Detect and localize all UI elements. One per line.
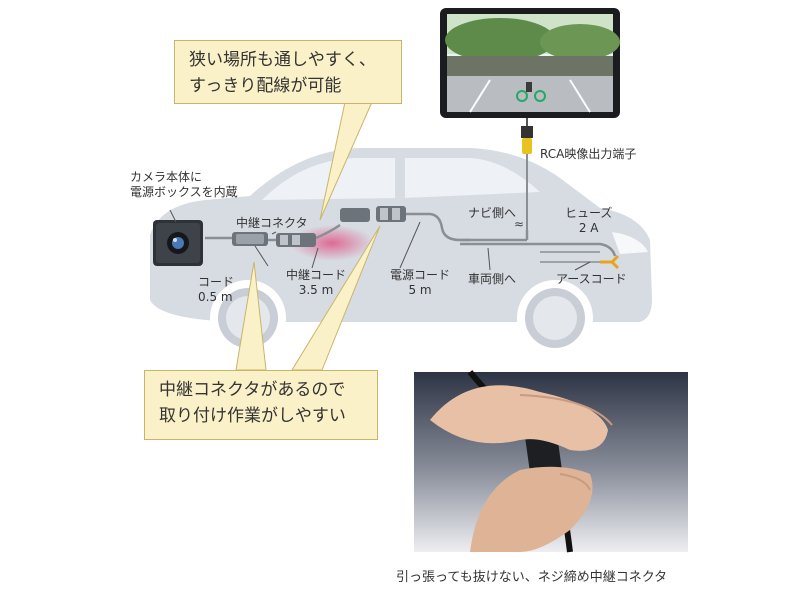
callout-top-line2: すっきり配線が可能	[189, 76, 342, 96]
label-camera-line1: カメラ本体に	[130, 170, 203, 184]
rca-plug	[521, 118, 533, 230]
wiring	[205, 212, 617, 257]
label-fuse-name: ヒューズ	[565, 206, 613, 220]
label-fuse-value: 2 A	[578, 221, 599, 235]
callout-top: 狭い場所も通しやすく、 すっきり配線が可能	[174, 40, 402, 104]
callout-top-line1: 狭い場所も通しやすく、	[189, 50, 376, 70]
callout-bottom-line1: 中継コネクタがあるので	[159, 380, 346, 400]
relay-connector-3	[340, 206, 406, 222]
label-relay-connector: 中継コネクタ	[236, 216, 308, 230]
label-cord-a-length: 0.5 m	[198, 290, 233, 304]
label-camera: カメラ本体に 電源ボックスを内蔵	[130, 170, 238, 200]
relay-connector-2	[276, 233, 316, 247]
label-cord-a-name: コード	[198, 275, 235, 289]
label-camera-line2: 電源ボックスを内蔵	[130, 185, 238, 199]
label-cord-b-name: 中継コード	[286, 268, 347, 282]
label-cord-b-length: 3.5 m	[298, 283, 334, 297]
label-earth: アースコード	[556, 272, 627, 286]
label-cord-c: 電源コード 5 m	[390, 268, 450, 298]
navigation-monitor	[440, 8, 620, 118]
label-vehicle-side: 車両側へ	[468, 272, 517, 286]
label-fuse: ヒューズ 2 A	[565, 206, 612, 236]
camera-body	[153, 220, 203, 266]
leader-lines	[169, 209, 591, 271]
label-cord-b: 中継コード 3.5 m	[286, 268, 346, 298]
photo-caption: 引っ張っても抜けない、ネジ締め中継コネクタ	[396, 570, 668, 585]
label-navi-side: ナビ側へ	[468, 206, 517, 220]
callout-bottom: 中継コネクタがあるので 取り付け作業がしやすい	[144, 370, 378, 440]
label-cord-c-length: 5 m	[408, 283, 432, 297]
label-cord-c-name: 電源コード	[390, 268, 451, 282]
svg-text:≈: ≈	[514, 217, 524, 231]
relay-connector-1	[232, 232, 268, 246]
callout-bottom-line2: 取り付け作業がしやすい	[159, 406, 346, 426]
label-cord-a: コード 0.5 m	[198, 275, 234, 305]
label-rca: RCA映像出力端子	[540, 147, 637, 161]
connector-photo	[414, 370, 688, 553]
